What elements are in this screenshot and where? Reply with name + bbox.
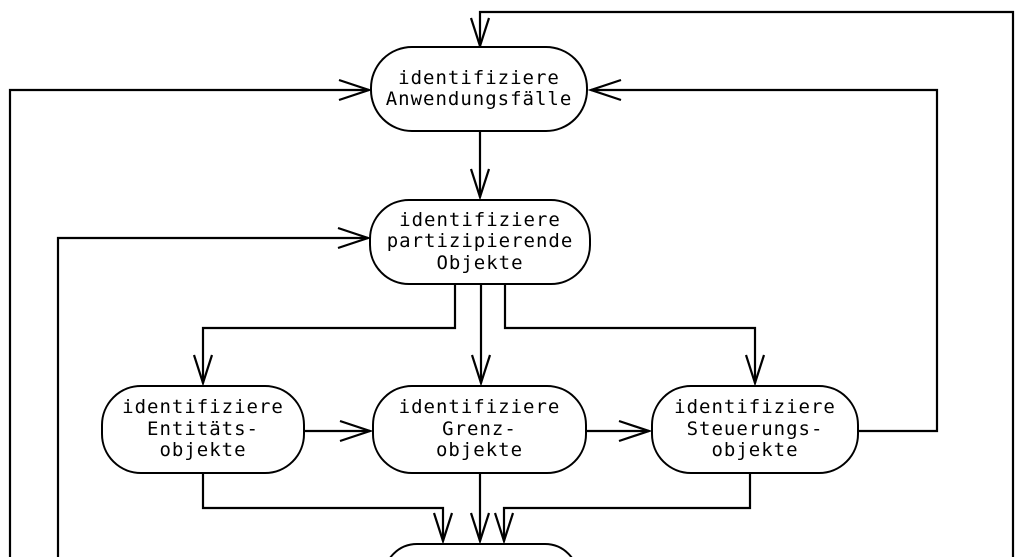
node-identifiziere-entitaetsobjekte: identifiziere Entitäts- objekte: [101, 385, 305, 474]
node-label-line: identifiziere: [674, 396, 836, 419]
node-label-line: identifiziere: [398, 396, 561, 419]
edge-partizipierende-to-entitaets: [201, 285, 457, 383]
arrowhead-steuerungs-to-bottom: [493, 512, 515, 545]
node-label-line: objekte: [435, 439, 524, 462]
node-identifiziere-steuerungsobjekte: identifiziere Steuerungs- objekte: [651, 385, 859, 474]
node-label-line: objekte: [711, 439, 799, 462]
node-label-line: Steuerungs-: [686, 417, 824, 440]
node-label-line: Entitäts-: [147, 417, 259, 440]
arrowhead-loop-left-outer-to-anwendungsfaelle: [338, 78, 373, 102]
node-label-line: identifiziere: [399, 208, 561, 231]
edge-loop-right-outer-to-anwendungsfaelle-top: [478, 10, 1015, 557]
arrowhead-loop-left-inner-to-partizipierende: [337, 226, 372, 250]
node-label-line: Objekte: [436, 251, 524, 274]
arrowhead-steuerungs-to-anwendungsfaelle: [587, 78, 622, 102]
arrowhead-partizipierende-to-steuerungs: [744, 354, 766, 387]
edge-partizipierende-to-steuerungs: [503, 285, 757, 383]
arrowhead-grenz-to-steuerungs: [618, 419, 653, 443]
node-label-line: objekte: [159, 439, 247, 462]
node-label-line: identifiziere: [398, 66, 560, 89]
arrowhead-entitaets-to-bottom: [432, 512, 454, 545]
node-identifiziere-anwendungsfaelle: identifiziere Anwendungsfälle: [370, 46, 588, 132]
arrowhead-grenz-to-bottom: [469, 512, 491, 545]
node-label-line: Anwendungsfälle: [385, 88, 573, 110]
arrowhead-entitaets-to-grenz: [339, 419, 374, 443]
node-identifiziere-grenzobjekte: identifiziere Grenz- objekte: [372, 385, 587, 474]
node-label-line: identifiziere: [122, 396, 284, 419]
edge-entitaets-to-bottom: [201, 474, 445, 541]
node-identifiziere-partizipierende-objekte: identifiziere partizipierende Objekte: [369, 199, 591, 285]
arrowhead-partizipierende-to-grenz: [470, 354, 492, 387]
edge-loop-left-inner-to-partizipierende: [56, 236, 368, 557]
edge-steuerungs-to-bottom: [502, 474, 752, 541]
arrowhead-anwendungsfaelle-to-partizipierende: [469, 168, 491, 201]
node-bottom-partial: [383, 543, 579, 557]
edge-loop-left-outer-to-anwendungsfaelle: [8, 88, 369, 557]
node-label-line: Grenz-: [442, 417, 517, 440]
node-label-line: partizipierende: [386, 230, 574, 253]
edge-steuerungs-to-anwendungsfaelle: [591, 88, 939, 433]
arrowhead-partizipierende-to-entitaets: [192, 354, 214, 387]
